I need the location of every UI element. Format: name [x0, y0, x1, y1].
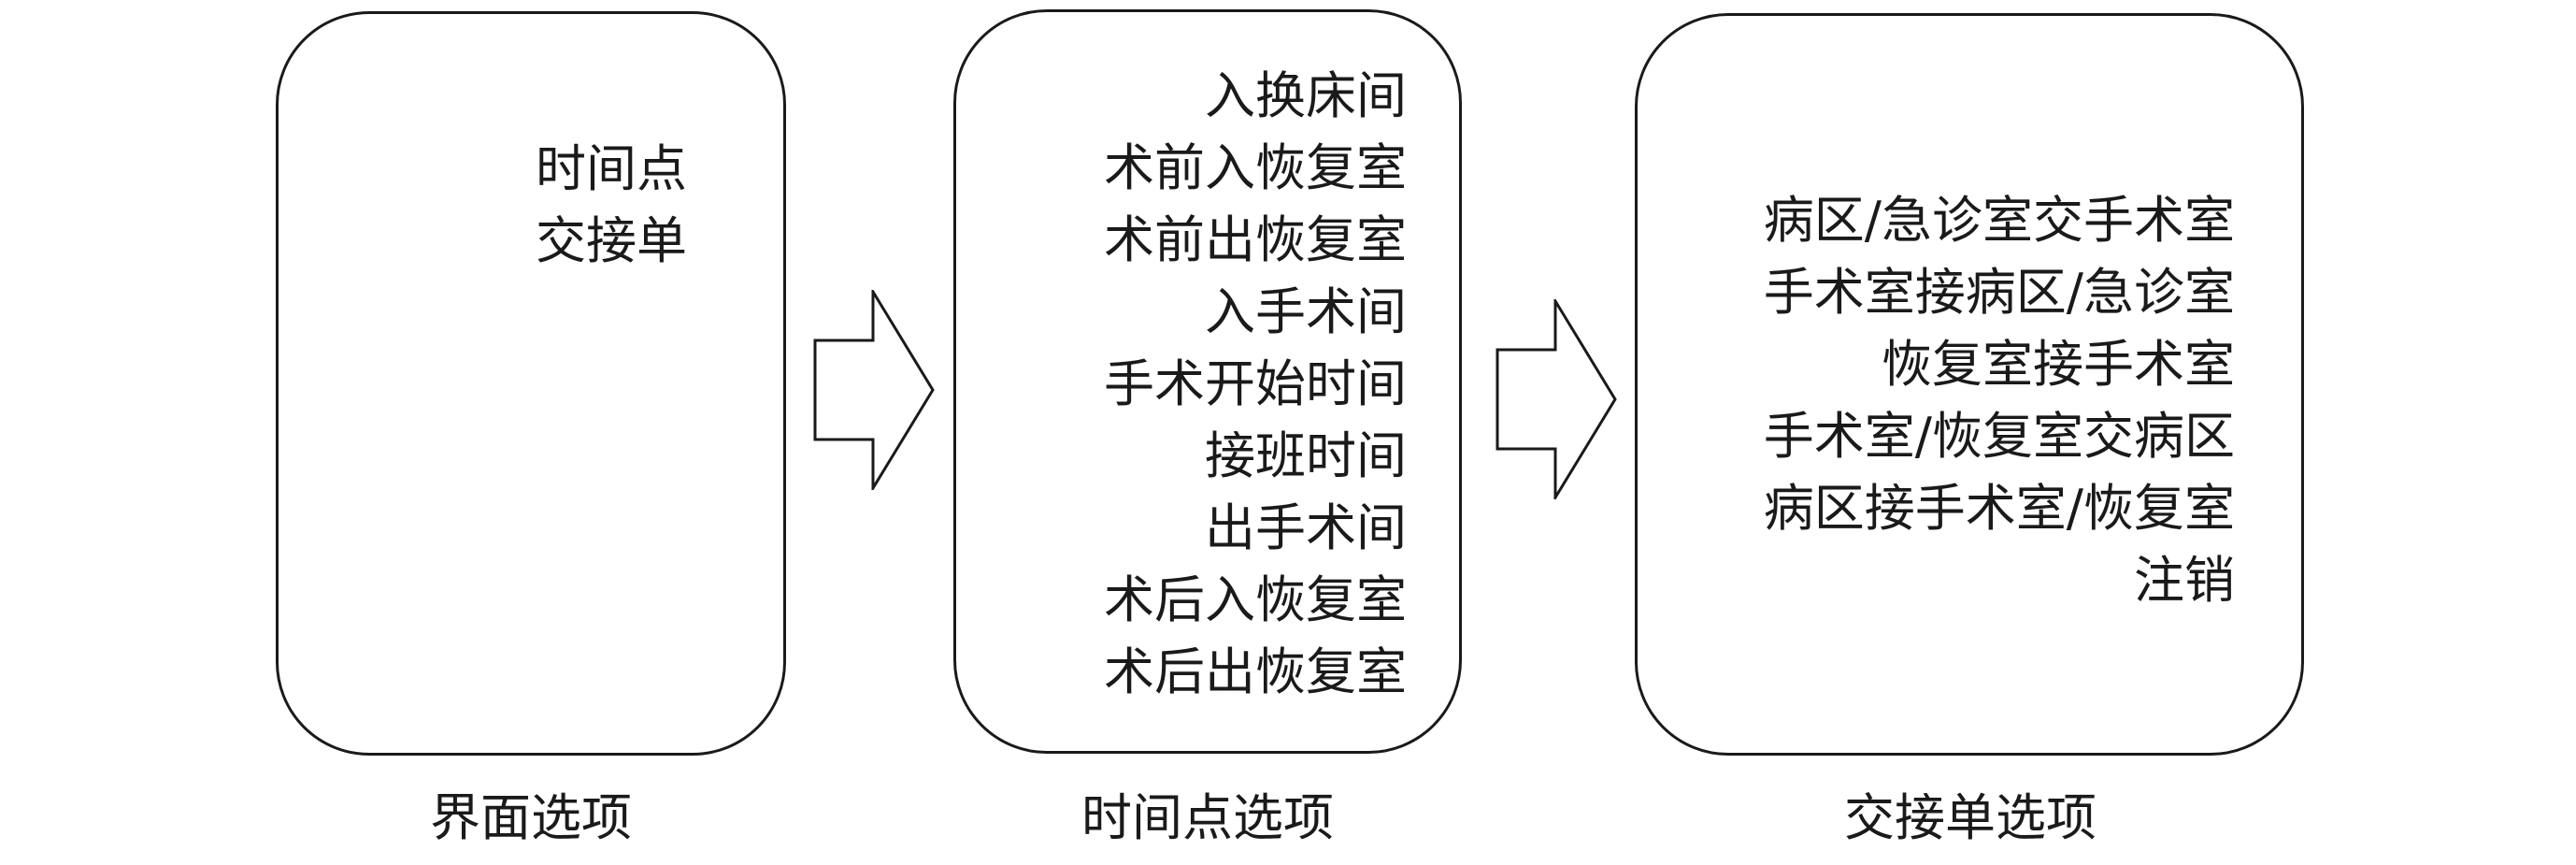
list-item: 术前出恢复室 [1104, 210, 1407, 269]
list-item: 交接单 [536, 211, 687, 270]
right-arrow-icon [1496, 299, 1617, 499]
handover-form-options-caption: 交接单选项 [1844, 788, 2097, 847]
time-point-options-list: 入换床间 术前入恢复室 术前出恢复室 入手术间 手术开始时间 接班时间 出手术间… [1104, 60, 1407, 708]
list-item: 病区接手术室/恢复室 [1763, 479, 2235, 538]
list-item: 入手术间 [1205, 282, 1407, 341]
list-item: 入换床间 [1205, 66, 1407, 125]
time-point-options-caption: 时间点选项 [1081, 788, 1334, 847]
right-arrow-icon [813, 290, 935, 490]
interface-options-box: 时间点 交接单 [276, 11, 786, 756]
list-item: 出手术间 [1205, 498, 1407, 557]
interface-options-list: 时间点 交接单 [536, 133, 687, 277]
list-item: 术后出恢复室 [1104, 642, 1407, 701]
list-item: 接班时间 [1205, 426, 1407, 485]
list-item: 手术室接病区/急诊室 [1763, 263, 2235, 322]
list-item: 恢复室接手术室 [1882, 335, 2235, 394]
list-item: 手术室/恢复室交病区 [1763, 407, 2235, 466]
list-item: 术后入恢复室 [1104, 570, 1407, 629]
list-item: 病区/急诊室交手术室 [1763, 191, 2235, 250]
list-item: 注销 [2134, 551, 2235, 610]
list-item: 术前入恢复室 [1104, 138, 1407, 197]
list-item: 时间点 [536, 139, 687, 198]
list-item: 手术开始时间 [1104, 354, 1407, 413]
handover-form-options-box: 病区/急诊室交手术室 手术室接病区/急诊室 恢复室接手术室 手术室/恢复室交病区… [1635, 13, 2304, 756]
time-point-options-box: 入换床间 术前入恢复室 术前出恢复室 入手术间 手术开始时间 接班时间 出手术间… [953, 9, 1462, 754]
interface-options-caption: 界面选项 [430, 788, 632, 847]
handover-form-options-list: 病区/急诊室交手术室 手术室接病区/急诊室 恢复室接手术室 手术室/恢复室交病区… [1764, 184, 2235, 616]
